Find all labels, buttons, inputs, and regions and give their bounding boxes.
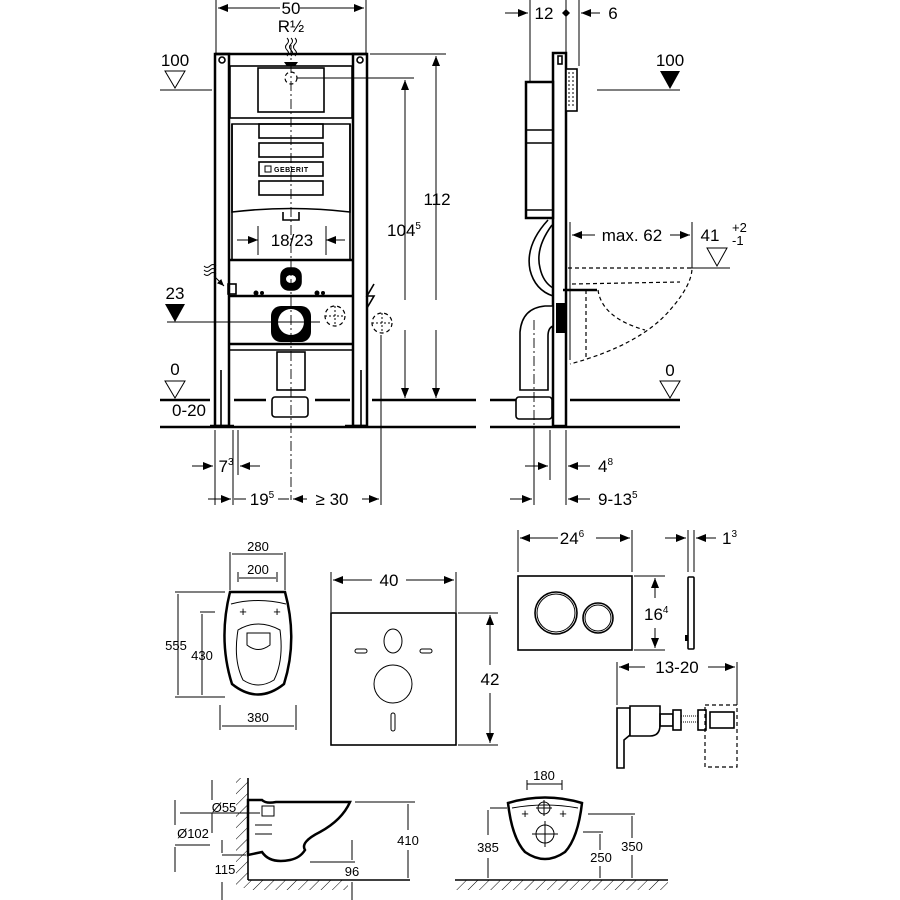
flush-pipe-spacing-label: 18/23 [271,231,314,250]
water-inlet-icon [203,264,225,287]
foot-offset-label: 73 [218,457,233,476]
inner-width-label: 200 [247,562,269,577]
plate-thickness-label: 13 [722,529,737,548]
seat-tolerance-plus: +2 [732,220,747,235]
plate-side-profile [687,576,695,650]
drain-offset-label: 9-135 [598,490,638,509]
electrical-box-icon [324,305,346,327]
brand-logo-icon [264,165,272,173]
bolt-height-label: 385 [477,840,499,855]
level-triangle-icon [164,380,186,399]
level-triangle-icon [164,70,186,89]
pan-length-label: 555 [165,638,187,653]
total-height-label: 112 [423,190,450,209]
drain-bend [515,303,566,500]
level-0-label: 0 [665,361,674,380]
fixing-point-icon: + [239,604,247,619]
plate-width-label: 246 [560,529,585,548]
pad-outline [330,612,457,746]
level-0-label: 0 [170,360,179,379]
overall-height-label: 410 [397,833,419,848]
axis-offset-label: 195 [250,490,275,509]
level-filled-triangle-icon [660,71,680,89]
outlet-small-diameter-label: Ø55 [212,800,237,815]
level-triangle-icon [706,247,728,268]
seat-tolerance-minus: -1 [732,233,744,248]
frame-profile [551,51,568,428]
outlet-large-diameter-label: Ø102 [177,826,209,841]
wc-pan-outline [568,267,693,365]
pan-projection-label: max. 62 [602,226,662,245]
plate-height-label: 164 [644,605,669,624]
wall-hatch [236,778,248,888]
level-triangle-icon [659,380,681,399]
pad-width-label: 40 [380,571,399,590]
fixing-point-icon: + [559,806,567,821]
frame-left-post [213,52,231,428]
level-filled-triangle-icon [165,304,185,322]
inlet-height-label: 1045 [387,221,421,240]
level-100-label: 100 [161,51,189,70]
outlet-height-label: 250 [590,850,612,865]
sound-insulation-pad: 40 42 [330,571,500,746]
pan-outline [223,590,293,696]
bolt-length-label: 13-20 [655,658,698,677]
inlet-height-label: 350 [621,839,643,854]
level-23-label: 23 [166,284,185,303]
floor-hatch [248,880,348,890]
fixing-point-icon: + [273,604,281,619]
pan-rear-view: 180 + + 385 250 350 [455,768,668,890]
floor-hatch [455,880,668,890]
body-width-label: 380 [247,710,269,725]
half-flush-button[interactable] [582,602,614,634]
seat-height-label: 41 [701,226,720,245]
reference-point-icon [562,9,570,17]
front-view: 50 R½ 100 [160,0,476,509]
electrical-box-icon [371,312,393,334]
fixing-point-icon: + [521,806,529,821]
fixing-spacing-label: 180 [533,768,555,783]
pan-top-view: 280 200 + + 555 430 380 [165,539,297,730]
lightning-icon [365,283,376,309]
rim-to-floor-label: 96 [345,864,359,879]
outer-width-label: 280 [247,539,269,554]
flush-plate: 246 164 13 [517,529,737,651]
fixing-to-front-label: 430 [191,648,213,663]
inlet-thread-label: R½ [278,17,304,36]
actuator-frame [565,68,578,112]
pad-height-label: 42 [481,670,500,689]
frame-width-label: 50 [282,0,301,18]
floor-range-label: 0-20 [172,401,206,420]
outlet-height-label: 115 [215,862,236,877]
depth-back-label: 12 [535,4,554,23]
frame-depth-label: 48 [598,457,613,476]
flush-pipe [528,219,554,297]
depth-front-label: 6 [608,4,617,23]
min-clearance-label: ≥ 30 [316,490,349,509]
frame-right-post [351,52,369,428]
cistern-profile [524,80,555,220]
full-flush-button[interactable] [534,591,578,635]
fixing-bolt: 13-20 [616,658,738,769]
pan-side-outline [246,798,352,863]
brand-label: GEBERIT [274,167,309,174]
side-view: 12 6 100 max. 62 41 +2 -1 [490,0,747,509]
level-100-label: 100 [656,51,684,70]
pan-side-view: Ø55 Ø102 115 410 96 [174,778,419,900]
